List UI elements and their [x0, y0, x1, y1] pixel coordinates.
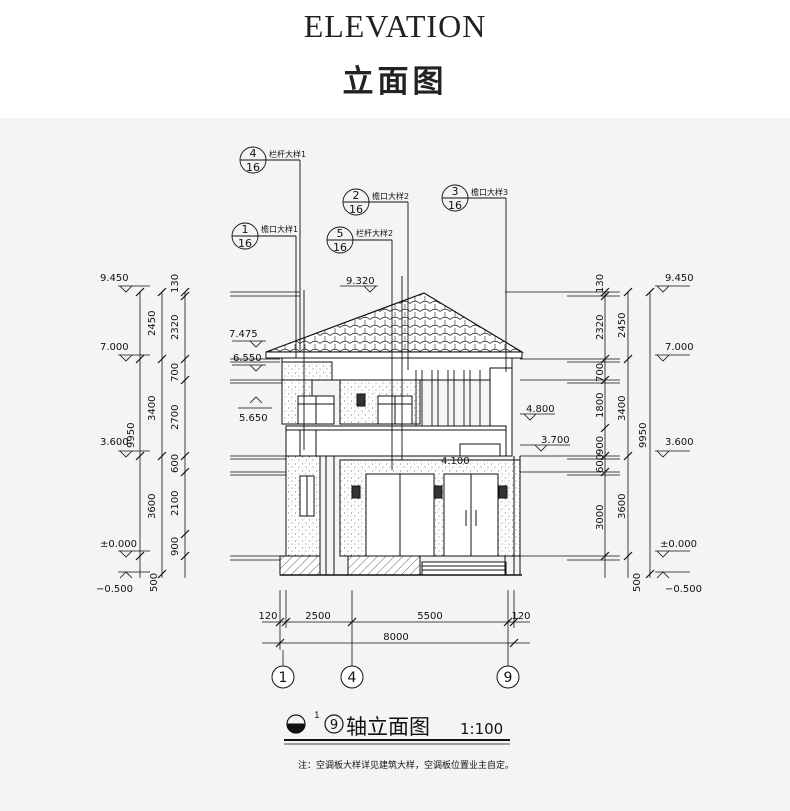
dim-left-130: 130: [170, 274, 181, 293]
level-right-5: −0.500: [665, 584, 702, 595]
dim-right-1800: 1800: [595, 393, 606, 418]
dim-left-3400: 3400: [147, 396, 158, 421]
callout-3-label: 檐口大样3: [471, 187, 508, 197]
left-dimensions: [118, 285, 190, 579]
level-left-5: −0.500: [96, 584, 133, 595]
dim-right-2320: 2320: [595, 315, 606, 340]
title-chinese: 立面图: [342, 64, 448, 100]
level-left-3: 3.600: [100, 437, 129, 448]
dim-left-900: 900: [170, 537, 181, 556]
dim-left-500: 500: [149, 573, 160, 592]
dim-bottom-8000: 8000: [383, 632, 408, 643]
level-4-100: 4.100: [441, 456, 470, 467]
dim-bottom-2500: 2500: [305, 611, 330, 622]
elevation-drawing: 9.450 7.000 3.600 ±0.000 −0.500 9.450 7.…: [96, 146, 702, 771]
dim-bottom-5500: 5500: [417, 611, 442, 622]
dim-left-700: 700: [170, 363, 181, 382]
level-right-3: 3.600: [665, 437, 694, 448]
callout-5-label: 栏杆大样2: [356, 228, 393, 238]
callout-3-num: 3: [452, 185, 459, 198]
dim-right-900: 900: [595, 436, 606, 455]
dim-bottom-120-left: 120: [258, 611, 277, 622]
callout-1-den: 16: [238, 237, 252, 250]
dim-left-9950: 9950: [126, 423, 137, 448]
drawing-note: 注：空调板大样详见建筑大样，空调板位置业主自定。: [298, 759, 514, 771]
dim-right-3600: 3600: [617, 494, 628, 519]
level-right-2: 7.000: [665, 342, 694, 353]
dim-right-500: 500: [632, 573, 643, 592]
dim-bottom-120-right: 120: [511, 611, 530, 622]
level-7-475: 7.475: [229, 329, 258, 340]
page-header: ELEVATION 立面图: [0, 0, 790, 118]
level-5-650: 5.650: [239, 413, 268, 424]
dim-left-2320: 2320: [170, 315, 181, 340]
callout-4-den: 16: [246, 161, 260, 174]
level-4-800: 4.800: [526, 404, 555, 415]
callout-4-num: 4: [250, 147, 257, 160]
caption-to-axis: 9: [330, 718, 338, 733]
callout-3-den: 16: [448, 199, 462, 212]
caption-scale: 1:100: [460, 720, 503, 738]
callout-1-label: 檐口大样1: [261, 224, 298, 234]
level-9-320: 9.320: [346, 276, 375, 287]
level-right-4: ±0.000: [660, 539, 697, 550]
level-right-1: 9.450: [665, 273, 694, 284]
dim-left-2700: 2700: [170, 405, 181, 430]
callout-5-num: 5: [337, 227, 344, 240]
right-dimensions: [600, 285, 690, 579]
callout-2-num: 2: [353, 189, 360, 202]
dim-left-2100: 2100: [170, 491, 181, 516]
house-elevation: [265, 292, 525, 576]
dim-right-3000: 3000: [595, 505, 606, 530]
callout-1-num: 1: [242, 223, 249, 236]
axis-1: 1: [279, 670, 288, 686]
dim-right-700: 700: [595, 363, 606, 382]
dim-left-600: 600: [170, 454, 181, 473]
level-6-550: 6.550: [233, 353, 262, 364]
axis-9: 9: [504, 670, 513, 686]
level-3-700: 3.700: [541, 435, 570, 446]
dim-left-2450: 2450: [147, 311, 158, 336]
dim-left-3600: 3600: [147, 494, 158, 519]
callout-4-label: 栏杆大样1: [269, 149, 306, 159]
level-left-1: 9.450: [100, 273, 129, 284]
dim-right-9950: 9950: [638, 423, 649, 448]
callout-2-den: 16: [349, 203, 363, 216]
axis-4: 4: [348, 670, 357, 686]
level-left-4: ±0.000: [100, 539, 137, 550]
dim-right-600: 600: [595, 454, 606, 473]
callout-5-den: 16: [333, 241, 347, 254]
dim-right-130: 130: [595, 274, 606, 293]
drawing-sheet: 9.450 7.000 3.600 ±0.000 −0.500 9.450 7.…: [0, 118, 790, 811]
callout-2-label: 檐口大样2: [372, 191, 409, 201]
level-lines: [230, 291, 620, 561]
dim-right-2450: 2450: [617, 313, 628, 338]
dim-right-3400: 3400: [617, 396, 628, 421]
level-left-2: 7.000: [100, 342, 129, 353]
caption-from-axis: 1: [314, 711, 320, 721]
title-english: ELEVATION: [303, 8, 487, 44]
caption-title: 轴立面图: [346, 715, 430, 739]
